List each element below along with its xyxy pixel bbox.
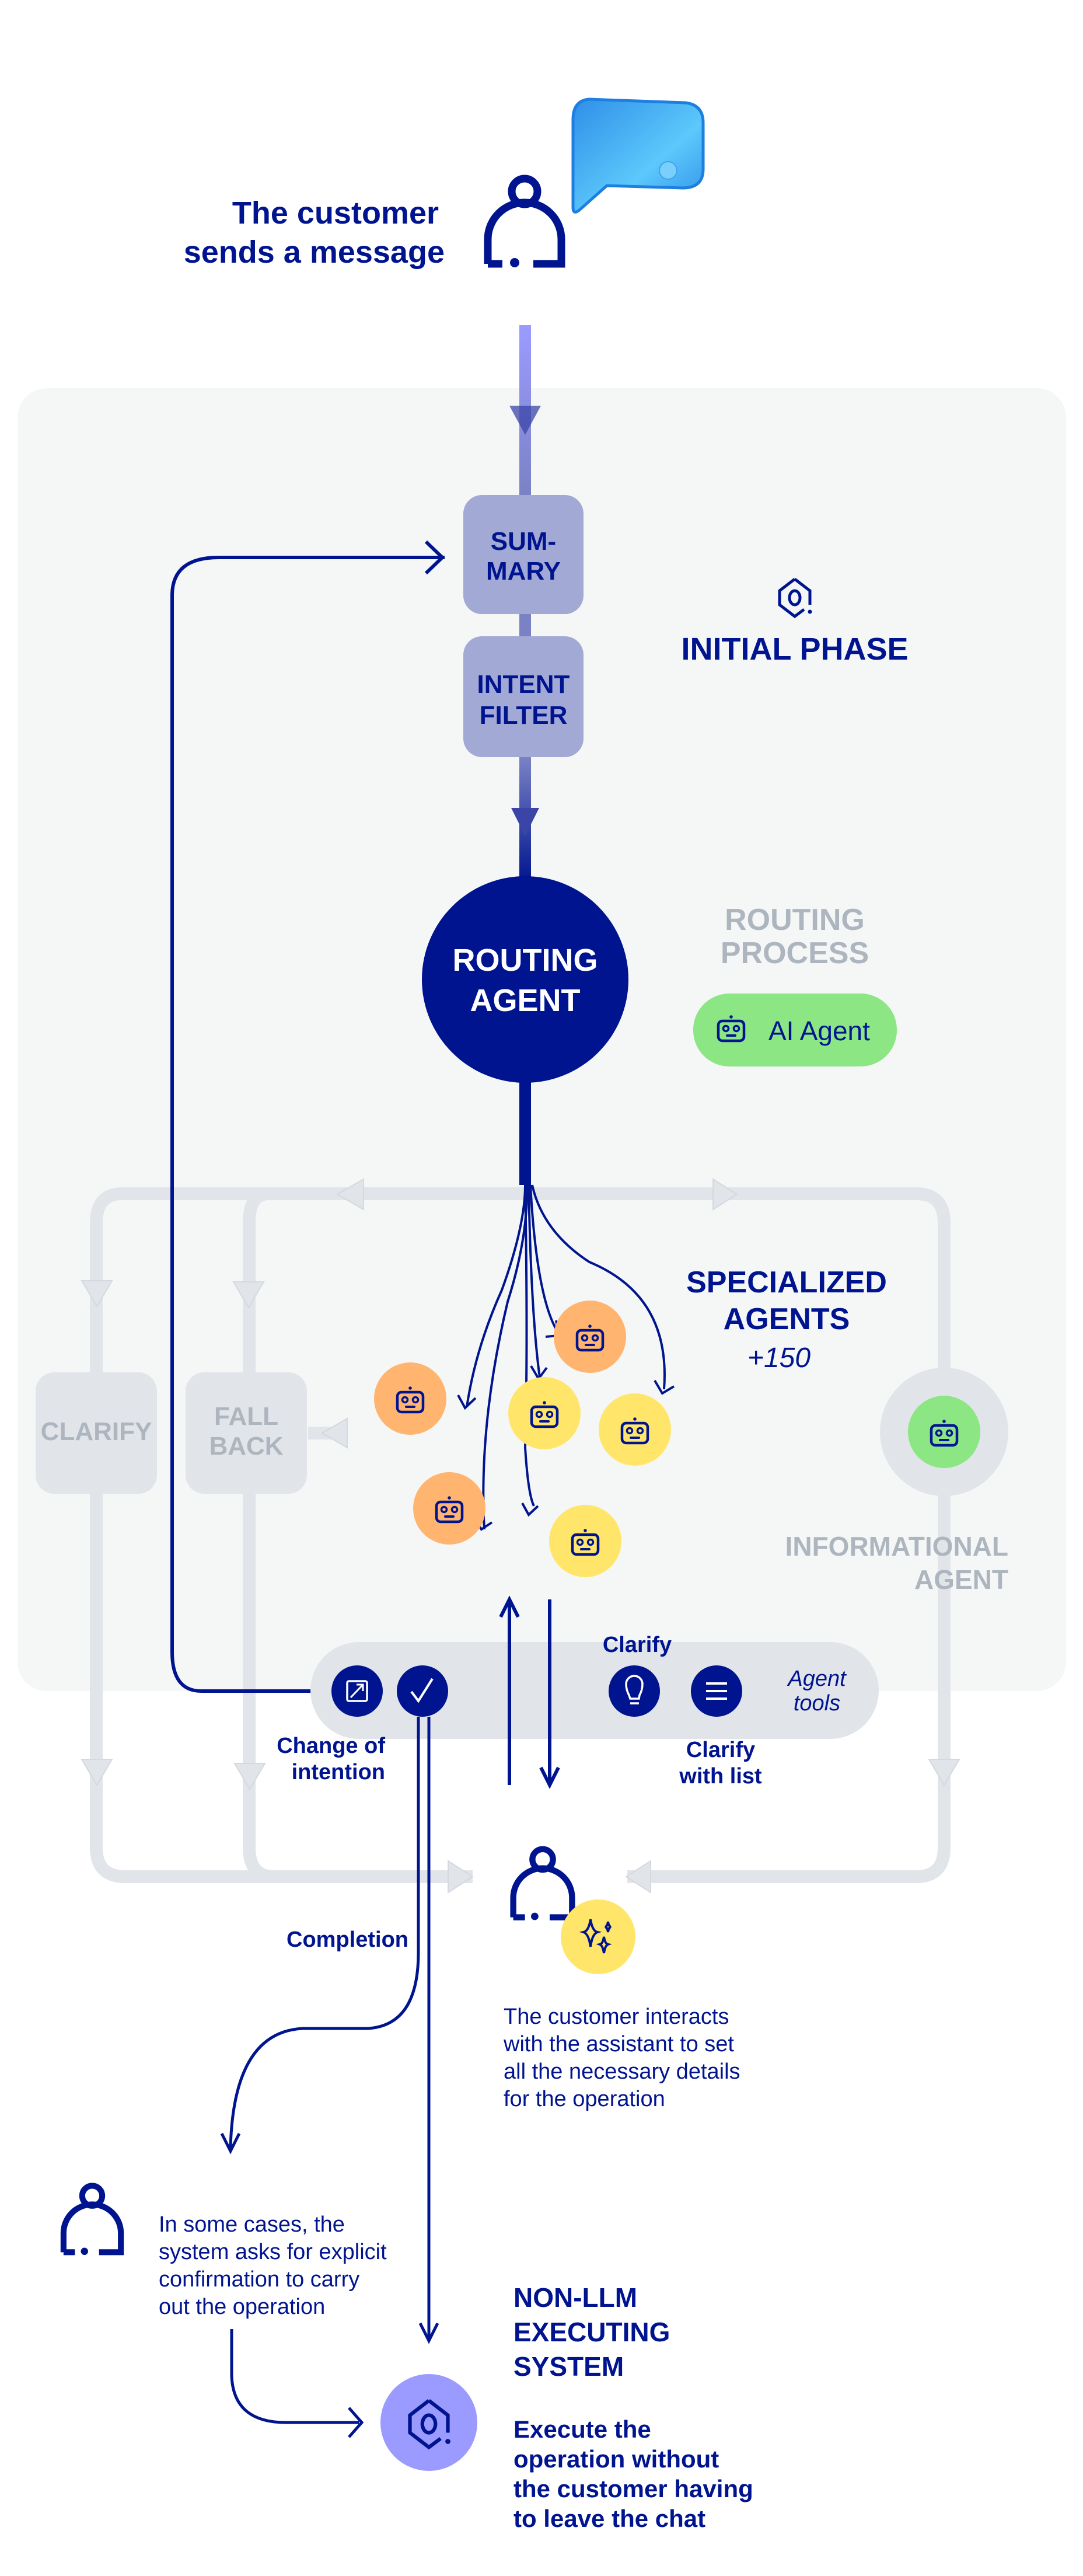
specialized-agent bbox=[508, 1377, 581, 1449]
track-arrow-down-icon bbox=[81, 1759, 113, 1786]
informational-agent-line2: AGENT bbox=[914, 1564, 1008, 1595]
confirmation-path bbox=[230, 2329, 364, 2438]
executing-desc-line4: to leave the chat bbox=[513, 2505, 705, 2532]
external-link-icon bbox=[346, 1680, 368, 1702]
completion-label: Completion bbox=[287, 1927, 408, 1952]
flow-line bbox=[519, 614, 531, 636]
agent-tools-label-line1: Agent bbox=[787, 1667, 847, 1691]
confirmation-text-line4: out the operation bbox=[159, 2295, 325, 2319]
executing-title-line2: EXECUTING bbox=[513, 2317, 670, 2347]
header-title-line2: sends a message bbox=[184, 235, 445, 270]
routing-agent-line1: ROUTING bbox=[453, 943, 598, 978]
track-arrow-left-icon bbox=[321, 1417, 348, 1449]
change-intention-label-line1: Change of bbox=[277, 1734, 385, 1758]
person-icon bbox=[513, 1849, 572, 1920]
checkmark-icon bbox=[410, 1678, 434, 1703]
routing-process-line2: PROCESS bbox=[721, 936, 869, 970]
track-arrows bbox=[81, 1178, 960, 1894]
sparkles-badge bbox=[561, 1899, 635, 1974]
informational-agent-node bbox=[908, 1396, 980, 1468]
flow-line bbox=[519, 1080, 531, 1185]
specialized-agent bbox=[374, 1362, 446, 1435]
track-arrow-left-icon bbox=[336, 1178, 364, 1211]
clarify-tool-label: Clarify bbox=[603, 1633, 672, 1657]
confirmation-text-line2: system asks for explicit bbox=[159, 2240, 387, 2264]
sparkles-icon bbox=[579, 1919, 612, 1954]
intent-filter-step-line2: FILTER bbox=[480, 701, 568, 730]
interaction-arrows bbox=[499, 1595, 560, 1789]
interaction-text-line2: with the assistant to set bbox=[503, 2032, 734, 2056]
specialized-agents-line1: SPECIALIZED bbox=[686, 1266, 887, 1299]
executing-desc-line1: Execute the bbox=[513, 2415, 651, 2443]
ai-agent-legend-label: AI Agent bbox=[768, 1016, 870, 1046]
executing-desc-line3: the customer having bbox=[513, 2475, 753, 2502]
specialized-agent bbox=[554, 1301, 626, 1373]
track-arrow-right-icon bbox=[448, 1860, 474, 1894]
confirmation-text-line3: confirmation to carry bbox=[159, 2267, 359, 2292]
clarify-box bbox=[36, 1372, 157, 1494]
agent-tools-label-line2: tools bbox=[794, 1691, 840, 1716]
change-intention-tool[interactable] bbox=[331, 1665, 383, 1717]
executing-desc-line2: operation without bbox=[513, 2445, 719, 2473]
interaction-text-line4: for the operation bbox=[504, 2087, 665, 2111]
executing-title-line3: SYSTEM bbox=[513, 2351, 624, 2382]
routing-agent-node bbox=[422, 876, 628, 1083]
clarify-list-label-line1: Clarify bbox=[686, 1738, 755, 1762]
intent-filter-step bbox=[463, 636, 584, 757]
specialized-agents-count: +150 bbox=[747, 1343, 810, 1374]
routing-agent-line2: AGENT bbox=[470, 983, 581, 1018]
flow-arrow-icon bbox=[509, 406, 541, 435]
initial-phase-label: INITIAL PHASE bbox=[681, 632, 908, 667]
specialized-agent bbox=[549, 1505, 621, 1577]
speech-bubble-icon bbox=[571, 97, 705, 214]
flow-arrow-icon bbox=[511, 808, 539, 836]
agent-tools-bar bbox=[310, 1642, 879, 1739]
change-intention-loop bbox=[170, 556, 445, 1693]
summary-step-line1: SUM- bbox=[491, 527, 556, 556]
interaction-text-line3: all the necessary details bbox=[504, 2059, 740, 2084]
loop-arrowhead-icon bbox=[424, 540, 445, 575]
interaction-text-line1: The customer interacts bbox=[504, 2005, 729, 2029]
executing-title-line1: NON-LLM bbox=[513, 2282, 637, 2313]
summary-step-line2: MARY bbox=[486, 557, 561, 585]
track-arrow-down-icon bbox=[232, 1281, 265, 1309]
specialized-agent bbox=[413, 1472, 485, 1545]
track-arrow-left-icon bbox=[625, 1860, 651, 1894]
header-title-line1: The customer bbox=[232, 196, 439, 231]
completion-path bbox=[220, 1717, 439, 2344]
track-arrow-down-icon bbox=[81, 1280, 113, 1308]
clarify-box-label: CLARIFY bbox=[41, 1417, 152, 1446]
person-icon bbox=[64, 2185, 121, 2255]
lightbulb-icon bbox=[625, 1675, 644, 1704]
person-icon bbox=[488, 179, 561, 267]
summary-step bbox=[463, 495, 584, 614]
routing-process-line1: ROUTING bbox=[725, 903, 865, 937]
specialized-agents-line2: AGENTS bbox=[724, 1302, 850, 1336]
ai-agent-legend: AI Agent bbox=[693, 994, 897, 1066]
list-icon bbox=[706, 1682, 727, 1700]
clarify-list-label-line2: with list bbox=[679, 1764, 762, 1789]
confirmation-text-line1: In some cases, the bbox=[159, 2212, 345, 2237]
track-arrow-down-icon bbox=[928, 1759, 960, 1786]
fallback-box-label-line1: FALL bbox=[214, 1402, 278, 1431]
clarify-list-tool[interactable] bbox=[691, 1665, 742, 1717]
change-intention-label-line2: intention bbox=[292, 1760, 385, 1784]
clarify-tool[interactable] bbox=[609, 1665, 660, 1717]
informational-agent-line1: INFORMATIONAL bbox=[785, 1531, 1008, 1561]
track-arrow-down-icon bbox=[233, 1763, 266, 1790]
specialized-agent bbox=[599, 1393, 671, 1466]
track-arrow-right-icon bbox=[712, 1178, 738, 1211]
completion-tool[interactable] bbox=[397, 1665, 448, 1717]
fallback-box bbox=[186, 1372, 307, 1494]
executing-system-node bbox=[380, 2374, 477, 2471]
fallback-box-label-line2: BACK bbox=[209, 1432, 283, 1460]
intent-filter-step-line1: INTENT bbox=[477, 670, 570, 699]
